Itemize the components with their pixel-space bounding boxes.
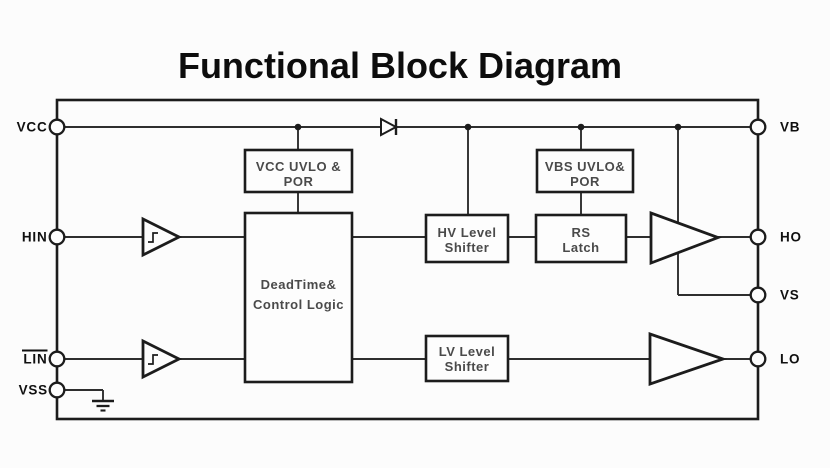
block-label: HV Level [438, 225, 497, 240]
junction-dot [464, 123, 472, 131]
pin-label-vcc: VCC [17, 120, 48, 135]
pin-label-vs: VS [780, 288, 800, 303]
pin-vss [48, 381, 66, 399]
block-hv-level-shifter: HV Level Shifter [424, 213, 510, 264]
schmitt-buffer-hin-icon [141, 216, 183, 258]
driver-triangle [649, 210, 723, 266]
block-vbs-uvlo-por: VBS UVLO& POR [535, 148, 635, 194]
pin-lo [749, 350, 767, 368]
pin-label-vss: VSS [19, 383, 48, 398]
block-label: POR [570, 174, 600, 189]
pin-vs [749, 286, 767, 304]
block-rs-latch: RS Latch [534, 213, 628, 264]
hysteresis-glyph [148, 354, 158, 365]
block-box [534, 213, 628, 264]
block-label: POR [284, 174, 314, 189]
block-label: DeadTime& [261, 277, 337, 292]
block-box [535, 148, 635, 194]
block-box [424, 334, 510, 383]
buffer-triangle [141, 216, 183, 258]
driver-triangle [648, 332, 728, 386]
pin-vb [749, 118, 767, 136]
block-vcc-uvlo-por: VCC UVLO & POR [243, 148, 354, 194]
pin-label-hin: HIN [22, 230, 48, 245]
block-box [424, 213, 510, 264]
block-label: Latch [562, 240, 599, 255]
junction-dot [674, 123, 682, 131]
low-side-driver-icon [648, 332, 728, 386]
page-title: Functional Block Diagram [178, 45, 622, 86]
pin-label-vb: VB [780, 120, 800, 135]
wires [57, 126, 758, 400]
pin-labels: VCC HIN LIN VSS VB HO VS LO [17, 120, 802, 398]
pin-ho [749, 228, 767, 246]
diode-icon [380, 117, 399, 137]
block-label: Shifter [445, 359, 490, 374]
junction-dots [294, 123, 682, 131]
high-side-driver-icon [649, 210, 723, 266]
pin-vcc [48, 118, 66, 136]
junction-dot [577, 123, 585, 131]
buffer-triangle [141, 338, 183, 380]
schmitt-buffer-lin-icon [141, 338, 183, 380]
pin-label-lo: LO [780, 352, 800, 367]
block-label: RS [571, 225, 590, 240]
block-label: Control Logic [253, 297, 344, 312]
block-label: VCC UVLO & [256, 159, 341, 174]
block-label: VBS UVLO& [545, 159, 625, 174]
block-box [243, 211, 354, 384]
block-label: Shifter [445, 240, 490, 255]
block-box [243, 148, 354, 194]
pin-hin [48, 228, 66, 246]
ground-icon [92, 399, 114, 412]
block-deadtime-control-logic: DeadTime& Control Logic [243, 211, 354, 384]
ic-outline [55, 98, 760, 421]
diode-anode-triangle [380, 117, 399, 137]
pin-lin [48, 350, 66, 368]
pin-label-ho: HO [780, 230, 802, 245]
block-label: LV Level [439, 344, 496, 359]
block-lv-level-shifter: LV Level Shifter [424, 334, 510, 383]
pin-label-lin: LIN [23, 352, 47, 367]
pin-circles [48, 118, 767, 399]
junction-dot [294, 123, 302, 131]
hysteresis-glyph [148, 232, 158, 243]
